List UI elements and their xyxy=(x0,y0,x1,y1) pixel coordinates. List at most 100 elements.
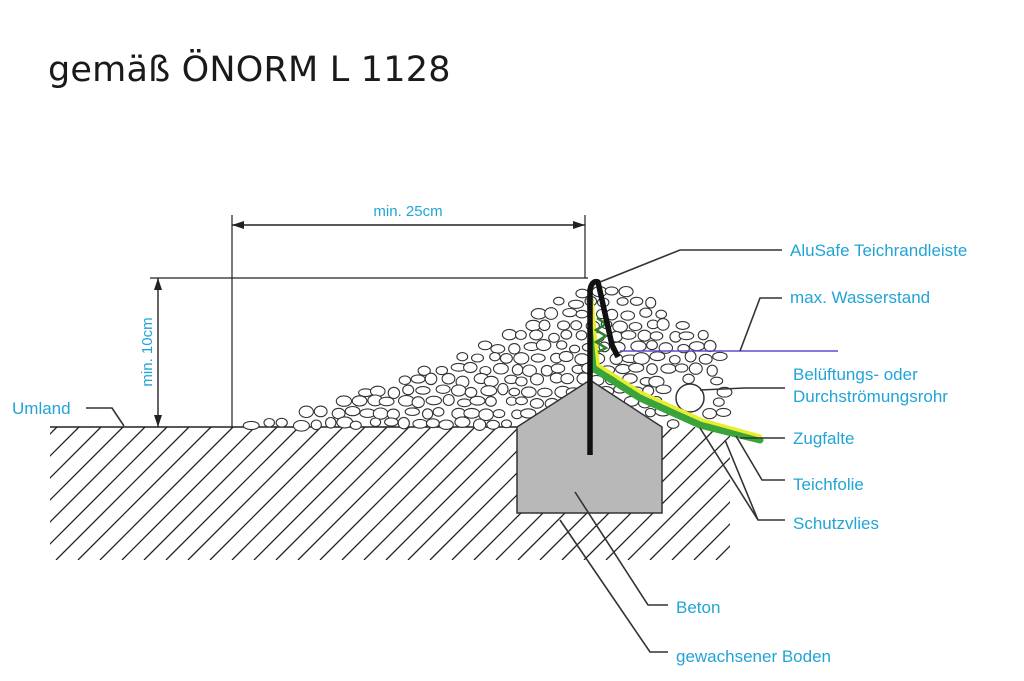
pond-liner xyxy=(590,300,762,438)
gravel-stone xyxy=(712,397,725,407)
gravel-stone xyxy=(655,309,668,319)
gravel-stone xyxy=(515,376,528,387)
gravel-stone xyxy=(702,407,717,420)
gravel-stone xyxy=(684,350,697,363)
hatch-line xyxy=(50,427,168,560)
gravel-stone xyxy=(530,353,546,363)
gravel-stone xyxy=(697,329,709,341)
hatch-line xyxy=(165,427,300,560)
gravel-stone xyxy=(710,376,724,386)
gravel-stone xyxy=(629,296,644,306)
gravel-stone xyxy=(441,372,456,385)
gravel-stone xyxy=(514,329,527,341)
gravel-stone xyxy=(688,362,703,375)
gravel-stone xyxy=(477,340,493,351)
gravel-stone xyxy=(632,352,650,365)
diagram-title: gemäß ÖNORM L 1128 xyxy=(48,50,451,90)
gravel-stone xyxy=(637,329,652,342)
hatch-line xyxy=(605,427,730,560)
alusafe-label: AluSafe Teichrandleiste xyxy=(790,241,967,260)
water-level-label: max. Wasserstand xyxy=(790,288,930,307)
gravel-stone xyxy=(529,398,545,409)
gravel-stone xyxy=(511,363,524,376)
gravel-stone xyxy=(660,363,677,374)
gravel-stone xyxy=(560,372,575,385)
umland-leader xyxy=(86,407,125,427)
concrete-label: Beton xyxy=(676,598,720,617)
hatch-line xyxy=(297,427,432,560)
gravel-stone xyxy=(570,320,583,331)
gravel-stone xyxy=(575,309,589,319)
gravel-stone xyxy=(515,396,528,406)
hatch-line xyxy=(50,427,102,560)
concrete-leader xyxy=(574,491,668,606)
gravel-stone xyxy=(557,320,571,331)
gravel-stone xyxy=(562,307,578,318)
gravel-stone xyxy=(492,362,509,375)
gravel-stone xyxy=(425,418,440,429)
hatch-line xyxy=(143,427,278,560)
gravel-stone xyxy=(513,352,530,365)
gravel-stone xyxy=(656,318,670,331)
gravel-stone xyxy=(655,384,672,395)
gravel-stone xyxy=(410,374,426,384)
fleece-label: Schutzvlies xyxy=(793,514,879,533)
soil-label: gewachsener Boden xyxy=(676,647,831,666)
gravel-stone xyxy=(470,353,485,363)
gravel-stone xyxy=(313,405,328,418)
gravel-stone xyxy=(553,296,565,306)
gravel-stone xyxy=(263,417,275,428)
gravel-stone xyxy=(712,351,728,362)
gravel-stone xyxy=(369,417,382,427)
hatch-line xyxy=(77,427,212,560)
gravel-stone xyxy=(688,341,705,352)
gravel-stone xyxy=(630,340,647,352)
hatch-line xyxy=(385,427,520,560)
hatch-line xyxy=(0,427,13,560)
gravel-stone xyxy=(484,396,497,407)
gravel-stone xyxy=(464,386,478,398)
gravel-stone xyxy=(472,418,487,431)
gravel-stone xyxy=(666,419,680,429)
hatch-line xyxy=(363,427,498,560)
gravel-stone xyxy=(556,340,568,350)
gravel-stone xyxy=(463,361,478,374)
gravel-stone xyxy=(497,382,509,396)
gravel-stone xyxy=(575,288,590,299)
width-dimension-label: min. 25cm xyxy=(373,203,442,220)
gravel-stone xyxy=(378,396,395,407)
gravel-stone xyxy=(508,387,521,397)
gravel-stone xyxy=(560,329,573,340)
gravel-stone xyxy=(575,330,588,341)
gravel-stone xyxy=(646,340,658,351)
hatch-line xyxy=(671,427,730,560)
alusafe-edge-strip xyxy=(587,278,621,455)
hatch-line xyxy=(319,427,454,560)
gravel-stone xyxy=(525,319,542,332)
pipe-label-line2: Durchströmungsrohr xyxy=(793,387,948,406)
gravel-stone xyxy=(535,339,552,352)
gravel-stone xyxy=(242,420,260,431)
alusafe-leader xyxy=(599,249,782,283)
pipe-label-line1: Belüftungs- oder xyxy=(793,365,918,384)
gravel-stone xyxy=(715,407,732,417)
gravel-stone xyxy=(628,321,643,332)
gravel-stone xyxy=(501,328,517,341)
hatch-line xyxy=(99,427,234,560)
soil-leader xyxy=(559,519,668,653)
gravel-stone xyxy=(520,408,537,419)
gravel-stone xyxy=(674,363,689,373)
gravel-stone xyxy=(490,344,506,354)
hatch-line xyxy=(275,427,410,560)
ventilation-pipe xyxy=(675,383,705,413)
gravel-stone xyxy=(618,285,634,298)
gravel-stone xyxy=(646,363,658,376)
gravel-stone xyxy=(682,373,695,385)
water-level-leader xyxy=(739,297,782,352)
gravel-stone xyxy=(540,364,554,377)
gravel-stone xyxy=(550,363,566,374)
gravel-stone xyxy=(649,331,664,341)
hatch-line xyxy=(50,427,146,560)
gravel-stone xyxy=(520,386,537,398)
hatch-line xyxy=(693,427,730,560)
